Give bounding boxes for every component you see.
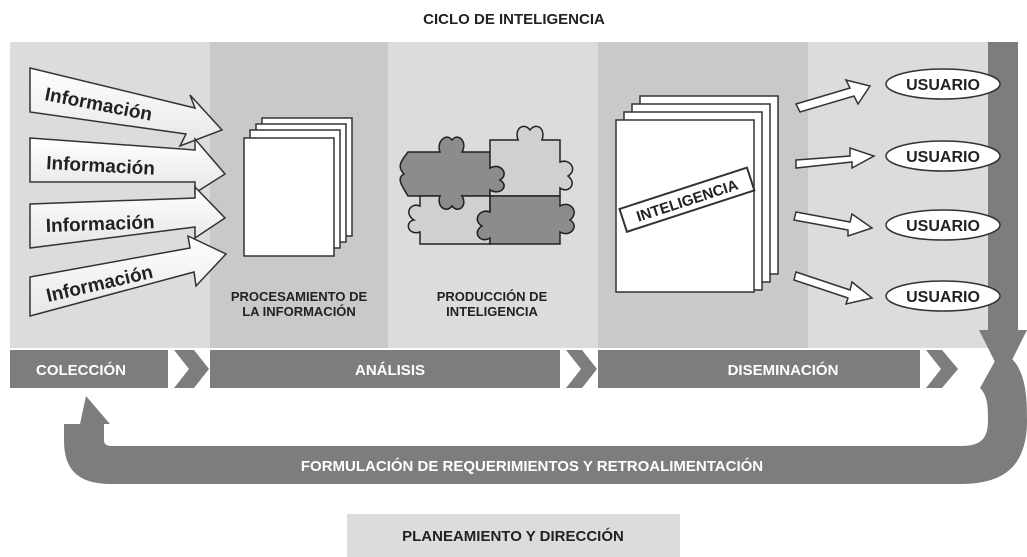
stage-analysis: ANÁLISIS: [355, 362, 425, 379]
user-ellipse-1: USUARIO: [885, 68, 1001, 100]
intelligence-document-icon: INTELIGENCIA: [615, 95, 779, 293]
production-label-line1: PRODUCCIÓN DE: [437, 289, 548, 304]
puzzle-icon: [399, 125, 575, 245]
planning-box: [347, 514, 680, 557]
user-arrow-2: [795, 146, 876, 170]
stage-dissemination: DISEMINACIÓN: [728, 361, 839, 379]
user-arrow-3: [793, 211, 874, 238]
info-arrow-label: Información: [45, 212, 154, 237]
diagram-title: CICLO DE INTELIGENCIA: [423, 11, 605, 28]
user-ellipse-3: USUARIO: [885, 209, 1001, 241]
feedback-loop: [64, 352, 1027, 484]
user-label: USUARIO: [906, 218, 980, 235]
user-label: USUARIO: [906, 77, 980, 94]
user-ellipse-2: USUARIO: [885, 140, 1001, 172]
user-arrow-4: [793, 271, 874, 306]
user-label: USUARIO: [906, 289, 980, 306]
planning-label: PLANEAMIENTO Y DIRECCIÓN: [402, 527, 624, 545]
user-arrow-1: [794, 78, 872, 113]
processing-label-line2: LA INFORMACIÓN: [242, 304, 356, 319]
info-arrow-2: Información: [29, 136, 227, 195]
user-ellipse-4: USUARIO: [885, 280, 1001, 312]
processing-label-line1: PROCESAMIENTO DE: [231, 289, 368, 304]
info-arrow-1: Información: [29, 67, 224, 148]
stacked-pages-icon: [243, 117, 353, 257]
feedback-label: FORMULACIÓN DE REQUERIMIENTOS Y RETROALI…: [301, 457, 763, 475]
stage-collection: COLECCIÓN: [36, 361, 126, 379]
stage-band: [10, 350, 958, 388]
info-arrow-3: Información: [29, 185, 227, 249]
user-label: USUARIO: [906, 149, 980, 166]
production-label-line2: INTELIGENCIA: [446, 304, 538, 319]
